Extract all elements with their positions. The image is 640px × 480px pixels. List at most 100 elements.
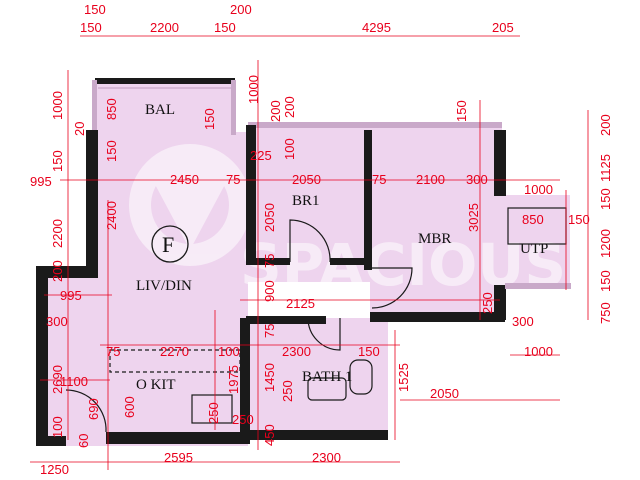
room-label-balcony: BAL xyxy=(145,102,175,118)
dim-left-1000: 1000 xyxy=(50,91,65,120)
dim-int-3025: 3025 xyxy=(466,203,481,232)
dim-int-2300: 2300 xyxy=(282,344,311,359)
dim-right-150b: 150 xyxy=(598,270,613,292)
room-label-living-dining: LIV/DIN xyxy=(136,278,192,294)
stove-icon xyxy=(191,394,233,424)
wall-utility-bottom xyxy=(505,283,571,289)
dim-int-225: 225 xyxy=(250,148,272,163)
wall-mbr-bottom xyxy=(370,312,505,322)
room-labels: BAL BR1 MBR LIV/DIN UTP BATH 1 O KIT F xyxy=(136,102,548,393)
dim-left-60: 60 xyxy=(76,434,91,448)
wall-top-bedroom xyxy=(248,122,502,128)
toilet-icon xyxy=(349,359,373,395)
dim-right-750: 750 xyxy=(598,302,613,324)
wall-br1-bottom2 xyxy=(330,258,372,265)
dim-top-row-0: 150 xyxy=(80,20,102,35)
dim-int-300: 300 xyxy=(466,172,488,187)
unit-label: F xyxy=(162,232,174,257)
dim-int-300b: 300 xyxy=(512,314,534,329)
dim-int-250: 250 xyxy=(480,292,495,314)
dim-int-1525: 1525 xyxy=(396,363,411,392)
dim-balcony-150: 150 xyxy=(202,108,217,130)
dim-right-1125: 1125 xyxy=(598,154,613,182)
room-label-master-bedroom: MBR xyxy=(418,231,451,247)
dim-top-row-4: 205 xyxy=(492,20,514,35)
wall-br1-left xyxy=(246,125,256,265)
unit-marker xyxy=(151,225,189,263)
dim-int-200: 200 xyxy=(282,96,297,118)
dim-int-75c: 75 xyxy=(262,254,277,268)
dim-int-2400: 2400 xyxy=(104,201,119,230)
dim-balcony-1000: 1000 xyxy=(246,75,261,104)
dim-left-2200: 2200 xyxy=(50,219,65,248)
wall-kitchen-right xyxy=(240,318,250,444)
dim-int-2450: 2450 xyxy=(170,172,199,187)
dim-top-row-2: 150 xyxy=(214,20,236,35)
dim-left-995b: 995 xyxy=(60,288,82,303)
wall-br1-right xyxy=(364,130,372,270)
dim-int-450: 450 xyxy=(262,424,277,446)
wall-balcony-top xyxy=(95,78,235,84)
counter-icon xyxy=(109,349,241,373)
dim-int-850: 850 xyxy=(522,212,544,227)
wall-bath-bottom xyxy=(246,430,388,440)
dim-left-200: 200 xyxy=(50,260,65,282)
dim-left-995: 995 xyxy=(30,174,52,189)
dim-left-100: 100 xyxy=(50,416,65,438)
dim-right-1200: 1200 xyxy=(598,229,613,258)
dim-top-150: 150 xyxy=(84,2,106,17)
dim-top-row-1: 2200 xyxy=(150,20,179,35)
dim-int-2100: 2100 xyxy=(416,172,445,187)
wall-bath-top xyxy=(246,316,326,324)
room-label-open-kitchen: O KIT xyxy=(136,377,176,393)
bath-door-swing xyxy=(307,317,341,351)
dim-balcony-200: 200 xyxy=(268,100,283,122)
dimension-lines xyxy=(30,35,589,470)
dim-left-2690: 2690 xyxy=(50,365,65,394)
dim-int-900: 900 xyxy=(262,280,277,302)
wall-balcony-left xyxy=(92,80,97,135)
dim-int-600: 600 xyxy=(122,396,137,418)
main-floor-left xyxy=(38,268,248,446)
dim-int-75d: 75 xyxy=(106,344,120,359)
wall-mbr-right xyxy=(494,130,506,196)
dim-int-150c: 150 xyxy=(568,212,590,227)
dim-left-850: 850 xyxy=(104,98,119,120)
dim-int-1000a: 1000 xyxy=(524,344,553,359)
dim-right-200b: 150 xyxy=(454,100,469,122)
dim-int-150b: 150 xyxy=(358,344,380,359)
dim-left-690: 690 xyxy=(86,398,101,420)
dim-int-75b: 75 xyxy=(372,172,386,187)
dim-right-150: 150 xyxy=(598,188,613,210)
dim-int-150: 150 xyxy=(104,140,119,162)
dim-int-1975: 1975 xyxy=(226,365,241,394)
dim-right-2050: 2050 xyxy=(430,386,459,401)
dim-int-2050: 2050 xyxy=(292,172,321,187)
dim-int-2125: 2125 xyxy=(286,296,315,311)
mbr-door-swing xyxy=(371,267,413,309)
bathtub-icon xyxy=(307,377,347,401)
dim-left-1100: 1100 xyxy=(60,374,88,389)
dim-int-2050v: 2050 xyxy=(262,203,277,232)
balcony-floor xyxy=(95,82,235,132)
dim-int-2270: 2270 xyxy=(160,344,189,359)
dim-int-100: 100 xyxy=(282,138,297,160)
spacious-logo-icon xyxy=(129,144,251,266)
utility-floor xyxy=(500,195,570,287)
dim-left-150: 150 xyxy=(50,150,65,172)
wall-bottom-kitchen xyxy=(106,432,246,444)
dim-right-200: 200 xyxy=(598,114,613,136)
wall-left-upper xyxy=(86,130,98,270)
dim-int-250a: 250 xyxy=(206,402,221,424)
wall-balcony-right xyxy=(231,80,236,135)
bedroom-strip xyxy=(248,125,502,140)
dim-left-20: 20 xyxy=(72,122,87,136)
fixtures xyxy=(65,87,567,433)
dim-int-250b: 250 xyxy=(232,412,254,427)
dim-left-300: 300 xyxy=(46,314,68,329)
wall-mbr-right-lower xyxy=(494,285,506,320)
dim-int-250c: 250 xyxy=(280,380,295,402)
dim-int-75e: 75 xyxy=(262,324,277,338)
